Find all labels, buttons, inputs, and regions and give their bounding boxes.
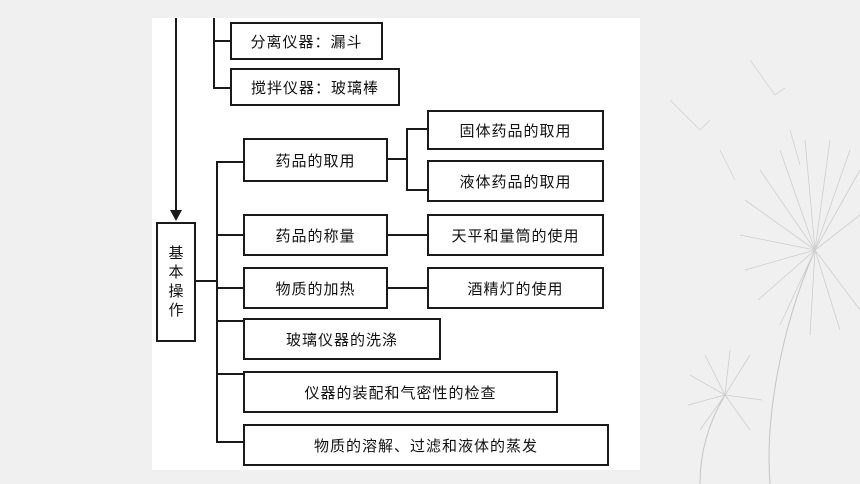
branch-label: 物质的溶解、过滤和液体的蒸发 <box>313 436 538 455</box>
child-connector <box>388 287 428 289</box>
top-item-box: 搅拌仪器：玻璃棒 <box>230 68 400 106</box>
root-label-char: 操 <box>168 282 184 300</box>
child-label: 酒精灯的使用 <box>467 279 564 298</box>
branch-label: 药品的取用 <box>275 151 356 170</box>
branch-tick <box>216 161 244 163</box>
diagram-panel: 分离仪器：漏斗 搅拌仪器：玻璃棒 基 本 操 作 药品的取用 药品的称量 物质的… <box>152 18 640 470</box>
top-item-box: 分离仪器：漏斗 <box>230 22 383 60</box>
branch-tick <box>216 320 244 322</box>
branch-spine <box>216 161 218 443</box>
top-item-label: 搅拌仪器：玻璃棒 <box>250 78 379 97</box>
branch-box: 药品的取用 <box>243 138 388 182</box>
root-connector <box>196 280 218 282</box>
root-box: 基 本 操 作 <box>156 222 196 342</box>
branch-label: 仪器的装配和气密性的检查 <box>304 383 497 402</box>
child-box: 固体药品的取用 <box>427 110 604 150</box>
child-connector <box>388 234 428 236</box>
branch-tick <box>216 287 244 289</box>
branch-tick <box>216 441 244 443</box>
branch-tick <box>216 373 244 375</box>
child-connector <box>406 128 428 130</box>
top-connector-line <box>213 18 215 88</box>
branch-box: 玻璃仪器的洗涤 <box>243 318 441 360</box>
child-box: 天平和量筒的使用 <box>427 214 604 256</box>
branch-label: 药品的称量 <box>275 226 356 245</box>
top-item-label: 分离仪器：漏斗 <box>250 32 363 51</box>
top-connector-tick <box>213 87 230 89</box>
branch-box: 物质的加热 <box>243 267 388 309</box>
child-box: 酒精灯的使用 <box>427 267 604 309</box>
branch-tick <box>216 234 244 236</box>
main-arrow-line <box>175 18 177 214</box>
child-label: 液体药品的取用 <box>459 172 572 191</box>
child-label: 天平和量筒的使用 <box>451 226 580 245</box>
top-connector-tick <box>213 40 230 42</box>
arrow-down-icon <box>170 210 182 221</box>
child-connector <box>406 128 408 191</box>
branch-label: 玻璃仪器的洗涤 <box>285 330 398 349</box>
branch-box: 仪器的装配和气密性的检查 <box>243 371 558 413</box>
dandelion-decoration <box>669 59 860 484</box>
child-label: 固体药品的取用 <box>459 121 572 140</box>
child-connector <box>406 189 428 191</box>
branch-label: 物质的加热 <box>275 279 356 298</box>
child-box: 液体药品的取用 <box>427 160 604 202</box>
child-connector <box>388 158 408 160</box>
root-label-char: 基 <box>168 244 184 262</box>
branch-box: 药品的称量 <box>243 214 388 256</box>
branch-box: 物质的溶解、过滤和液体的蒸发 <box>243 424 609 466</box>
root-label-char: 作 <box>168 301 184 319</box>
root-label-char: 本 <box>168 263 184 281</box>
